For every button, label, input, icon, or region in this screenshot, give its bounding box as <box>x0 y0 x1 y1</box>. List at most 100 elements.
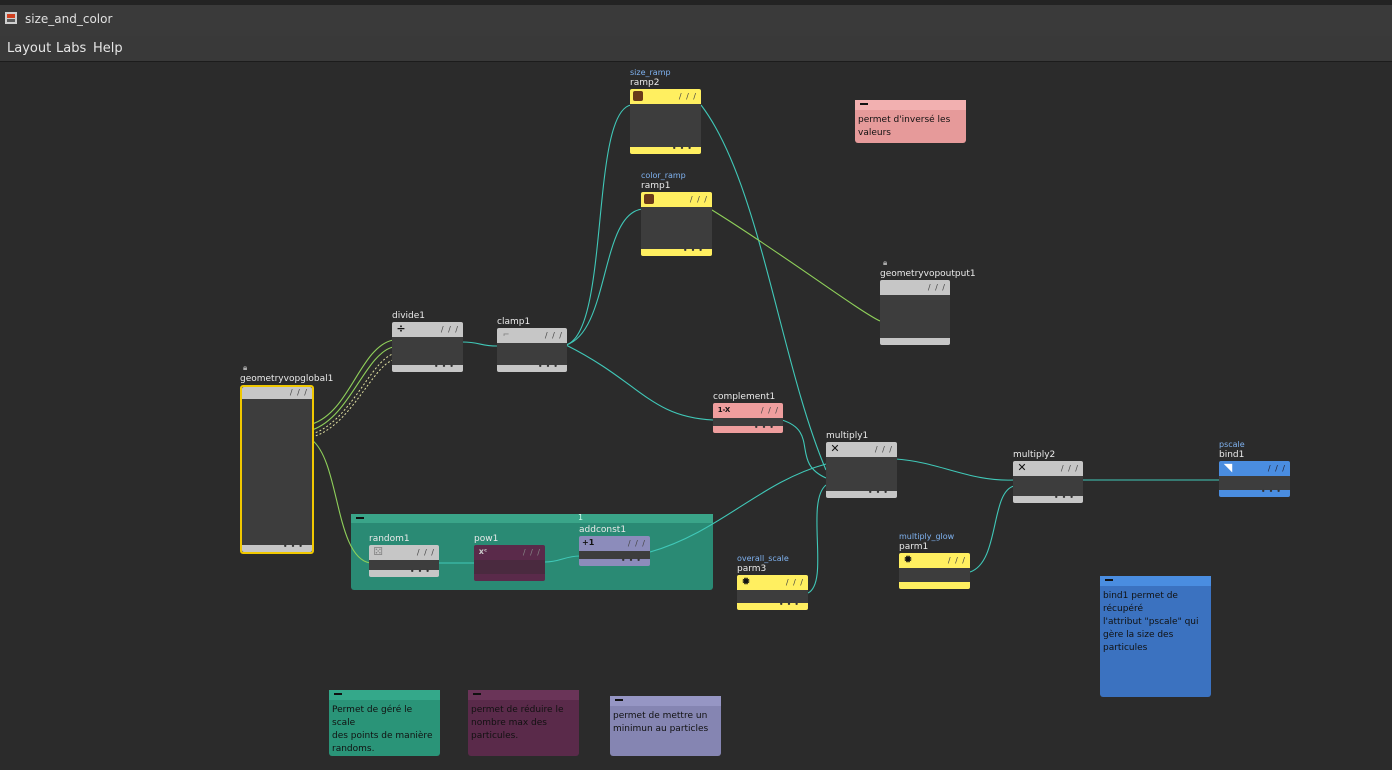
wire-parm3-multiply <box>807 484 827 594</box>
menu-bar: Layout Labs Help <box>0 36 1392 62</box>
node-ramp2-header[interactable]: / / / <box>630 89 701 104</box>
node-geometryvopglobal1[interactable]: 🔒︎ geometryvopglobal1 / / / ••• <box>240 363 333 554</box>
node-ramp1-ports <box>641 207 712 249</box>
menu-layout[interactable]: Layout <box>7 41 52 56</box>
node-clamp1-label: clamp1 <box>497 317 531 327</box>
multiply-icon: ✕ <box>1017 461 1027 474</box>
sticky-note-bar[interactable] <box>1100 576 1211 586</box>
node-bind1-header[interactable]: ◥ / / / <box>1219 461 1290 476</box>
node-ramp2-sublabel: size_ramp <box>630 68 671 77</box>
wire-addconst-multiply <box>649 463 827 553</box>
node-multiply1-ports <box>826 457 897 491</box>
multiply-icon: ✕ <box>830 442 840 455</box>
network-box-header[interactable] <box>351 514 713 523</box>
wire-global-divide2 <box>311 346 394 431</box>
node-parm3-header[interactable]: ✹ / / / <box>737 575 808 590</box>
wire-parm1-multiply2 <box>969 485 1015 573</box>
node-complement1-ports <box>713 418 783 426</box>
node-bind1[interactable]: pscale bind1 ◥ / / / ••• <box>1219 440 1290 497</box>
node-clamp1-header[interactable]: ⌐ / / / <box>497 328 567 343</box>
node-bind1-footer: ••• <box>1219 487 1290 497</box>
node-parm3[interactable]: overall_scale parm3 ✹ / / / ••• <box>737 554 808 610</box>
complement-icon: 1-X <box>717 406 731 414</box>
node-parm3-ports <box>737 590 808 603</box>
wire-ramp2-multiply <box>700 104 827 471</box>
node-ramp1[interactable]: color_ramp ramp1 / / / ••• <box>641 171 712 256</box>
node-divide1-header[interactable]: ÷ / / / <box>392 322 463 337</box>
node-geometryvopglobal1-header[interactable]: / / / <box>242 387 312 399</box>
random-icon: ⚄ <box>373 545 383 558</box>
sticky-note-bar[interactable] <box>329 690 440 700</box>
node-bind1-sublabel: pscale <box>1219 440 1245 449</box>
node-complement1-header[interactable]: 1-X / / / <box>713 403 783 418</box>
node-geometryvopoutput1[interactable]: 🔒︎ geometryvopoutput1 / / / <box>880 258 976 345</box>
sticky-note-text: permet d'inversé les valeurs <box>858 115 951 138</box>
node-flags: / / / <box>785 578 804 587</box>
node-flags: / / / <box>627 539 646 548</box>
node-random1-header[interactable]: ⚄ / / / <box>369 545 439 560</box>
node-addconst1[interactable]: addconst1 +1 / / / ••• <box>579 525 650 566</box>
node-geometryvopoutput1-footer <box>880 338 950 345</box>
wire-clamp-complement <box>565 344 714 421</box>
node-complement1[interactable]: complement1 1-X / / / ••• <box>713 392 783 433</box>
wire-complement-multiply <box>781 419 827 479</box>
node-pow1[interactable]: pow1 xᶜ / / / <box>474 534 545 581</box>
node-divide1[interactable]: divide1 ÷ / / / ••• <box>392 311 463 372</box>
wire-multiply1-multiply2 <box>895 458 1015 481</box>
node-multiply1-label: multiply1 <box>826 431 869 441</box>
wire-global-divide1 <box>311 339 394 425</box>
wire-global-random <box>311 439 371 564</box>
wire-clamp-ramp2 <box>565 104 632 346</box>
node-ramp1-sublabel: color_ramp <box>641 171 686 180</box>
node-pow1-ports <box>474 560 545 574</box>
node-clamp1[interactable]: clamp1 ⌐ / / / ••• <box>497 317 567 372</box>
ramp-icon <box>644 194 654 204</box>
node-pow1-header[interactable]: xᶜ / / / <box>474 545 545 560</box>
sticky-note-bind[interactable]: bind1 permet de récupéré l'attribut "psc… <box>1100 576 1211 697</box>
network-editor-canvas[interactable]: 1 size_ramp <box>0 62 1392 770</box>
node-geometryvopoutput1-header[interactable]: / / / <box>880 280 950 295</box>
wire-global-divide-dashed1 <box>311 353 394 435</box>
node-ramp2[interactable]: size_ramp ramp2 / / / ••• <box>630 68 701 154</box>
node-flags: / / / <box>289 388 308 397</box>
node-multiply1-footer: ••• <box>826 488 897 498</box>
node-flags: / / / <box>678 92 697 101</box>
houdini-app-icon <box>5 12 17 24</box>
sticky-note-bar[interactable] <box>610 696 721 706</box>
node-multiply2-ports <box>1013 476 1083 496</box>
sticky-note-text: permet de mettre un minimun au particles <box>613 711 709 734</box>
node-parm1-ports <box>899 568 970 582</box>
node-addconst1-header[interactable]: +1 / / / <box>579 536 650 551</box>
sticky-note-addconst[interactable]: permet de mettre un minimun au particles <box>610 696 721 756</box>
menu-help[interactable]: Help <box>93 41 123 56</box>
sticky-note-invert[interactable]: permet d'inversé les valeurs <box>855 100 966 143</box>
sticky-note-pow[interactable]: permet de réduire le nombre max des part… <box>468 690 579 756</box>
node-selection-outline: / / / ••• <box>240 385 314 554</box>
bind-icon: ◥ <box>1223 461 1233 474</box>
node-random1[interactable]: random1 ⚄ / / / ••• <box>369 534 439 577</box>
node-random1-ports <box>369 560 439 570</box>
node-ramp1-label: ramp1 <box>641 181 671 191</box>
node-parm1[interactable]: multiply_glow parm1 ✹ / / / <box>899 532 970 589</box>
node-ramp2-ports <box>630 104 701 147</box>
node-geometryvopglobal1-label: geometryvopglobal1 <box>240 374 334 384</box>
node-parm1-header[interactable]: ✹ / / / <box>899 553 970 568</box>
node-ramp1-header[interactable]: / / / <box>641 192 712 207</box>
node-pow1-label: pow1 <box>474 534 499 544</box>
node-multiply2-header[interactable]: ✕ / / / <box>1013 461 1083 476</box>
wire-global-divide-dashed2 <box>311 359 394 438</box>
sticky-note-bar[interactable] <box>468 690 579 700</box>
node-multiply2[interactable]: multiply2 ✕ / / / ••• <box>1013 450 1083 503</box>
node-flags: / / / <box>1060 464 1079 473</box>
node-divide1-label: divide1 <box>392 311 426 321</box>
node-multiply1-header[interactable]: ✕ / / / <box>826 442 897 457</box>
sticky-note-bar[interactable] <box>855 100 966 110</box>
node-ramp2-footer: ••• <box>630 144 701 154</box>
node-random1-footer: ••• <box>369 567 439 577</box>
node-geometryvopglobal1-footer: ••• <box>242 542 312 552</box>
menu-labs[interactable]: Labs <box>56 41 87 56</box>
parm-icon: ✹ <box>903 553 913 566</box>
node-flags: / / / <box>522 548 541 557</box>
sticky-note-random[interactable]: Permet de géré le scale des points de ma… <box>329 690 440 756</box>
node-multiply1[interactable]: multiply1 ✕ / / / ••• <box>826 431 897 498</box>
